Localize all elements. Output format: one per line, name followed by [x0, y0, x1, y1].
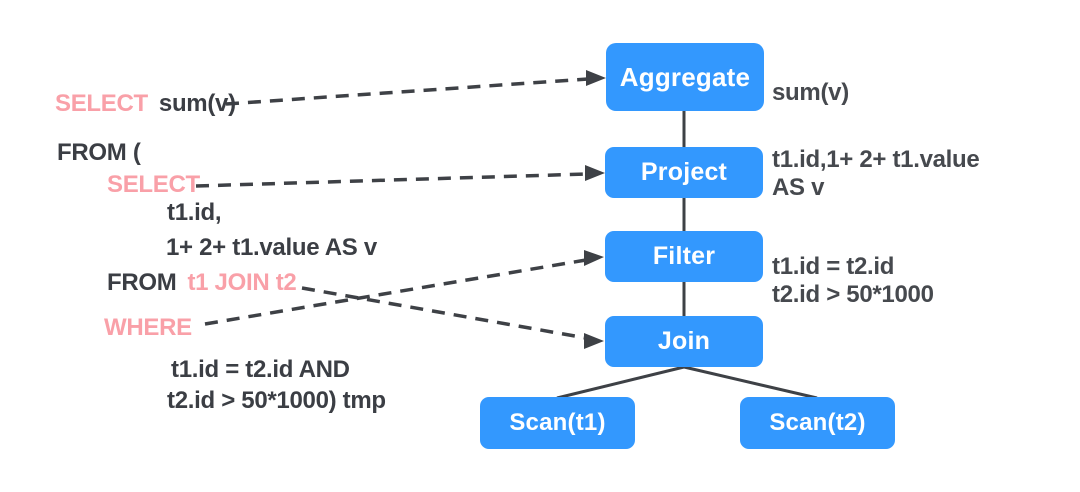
sql-keyword-from: FROM	[107, 269, 177, 296]
sql-line-inner-select: SELECT	[107, 171, 200, 198]
plan-node-scan-t1: Scan(t1)	[480, 397, 635, 449]
arrowhead-filter	[584, 250, 604, 266]
arrowhead-join	[584, 333, 604, 349]
sql-line-t1id: t1.id,	[167, 199, 222, 226]
annotation-project-line2: AS v	[772, 174, 825, 201]
annotation-join-condition: t1.id = t2.id	[772, 253, 895, 280]
sql-line-from-join: FROM t1 JOIN t2	[107, 269, 297, 297]
plan-node-scan-t2: Scan(t2)	[740, 397, 895, 449]
arrow-join-to-join	[301, 286, 587, 340]
plan-node-project: Project	[605, 147, 763, 198]
arrowhead-project	[585, 165, 605, 181]
sql-expr-sumv: sum(v)	[158, 90, 236, 117]
plan-node-aggregate: Aggregate	[606, 43, 764, 111]
sql-keyword-select: SELECT	[55, 90, 148, 117]
plan-node-filter: Filter	[605, 231, 763, 282]
mapping-arrows	[195, 77, 589, 340]
annotation-project: t1.id,1+ 2+ t1.value AS v	[772, 146, 980, 202]
sql-line-where-pred1: t1.id = t2.id AND	[171, 356, 350, 383]
connector-join-scan2	[683, 365, 818, 400]
arrowhead-aggregate	[586, 70, 606, 86]
sql-keyword-t1-join-t2: t1 JOIN t2	[187, 269, 297, 296]
annotation-filter-join: t1.id = t2.id t2.id > 50*1000	[772, 253, 934, 309]
arrow-select-to-aggregate	[225, 77, 589, 106]
plan-node-join: Join	[605, 316, 763, 367]
annotation-filter-condition: t2.id > 50*1000	[772, 281, 934, 308]
sql-line-from-paren: FROM (	[57, 139, 141, 166]
sql-line-projection-expr: 1+ 2+ t1.value AS v	[166, 234, 377, 261]
annotation-project-line1: t1.id,1+ 2+ t1.value	[772, 146, 980, 173]
tree-connectors	[556, 111, 818, 400]
annotation-aggregate: sum(v)	[772, 79, 849, 106]
sql-line-where-pred2: t2.id > 50*1000) tmp	[167, 387, 386, 414]
connector-join-scan1	[556, 365, 685, 400]
arrow-subselect-to-project	[195, 172, 588, 188]
sql-line-where: WHERE	[104, 314, 192, 341]
sql-line-select: SELECT sum(v)	[55, 90, 236, 118]
arrowheads	[584, 70, 606, 349]
